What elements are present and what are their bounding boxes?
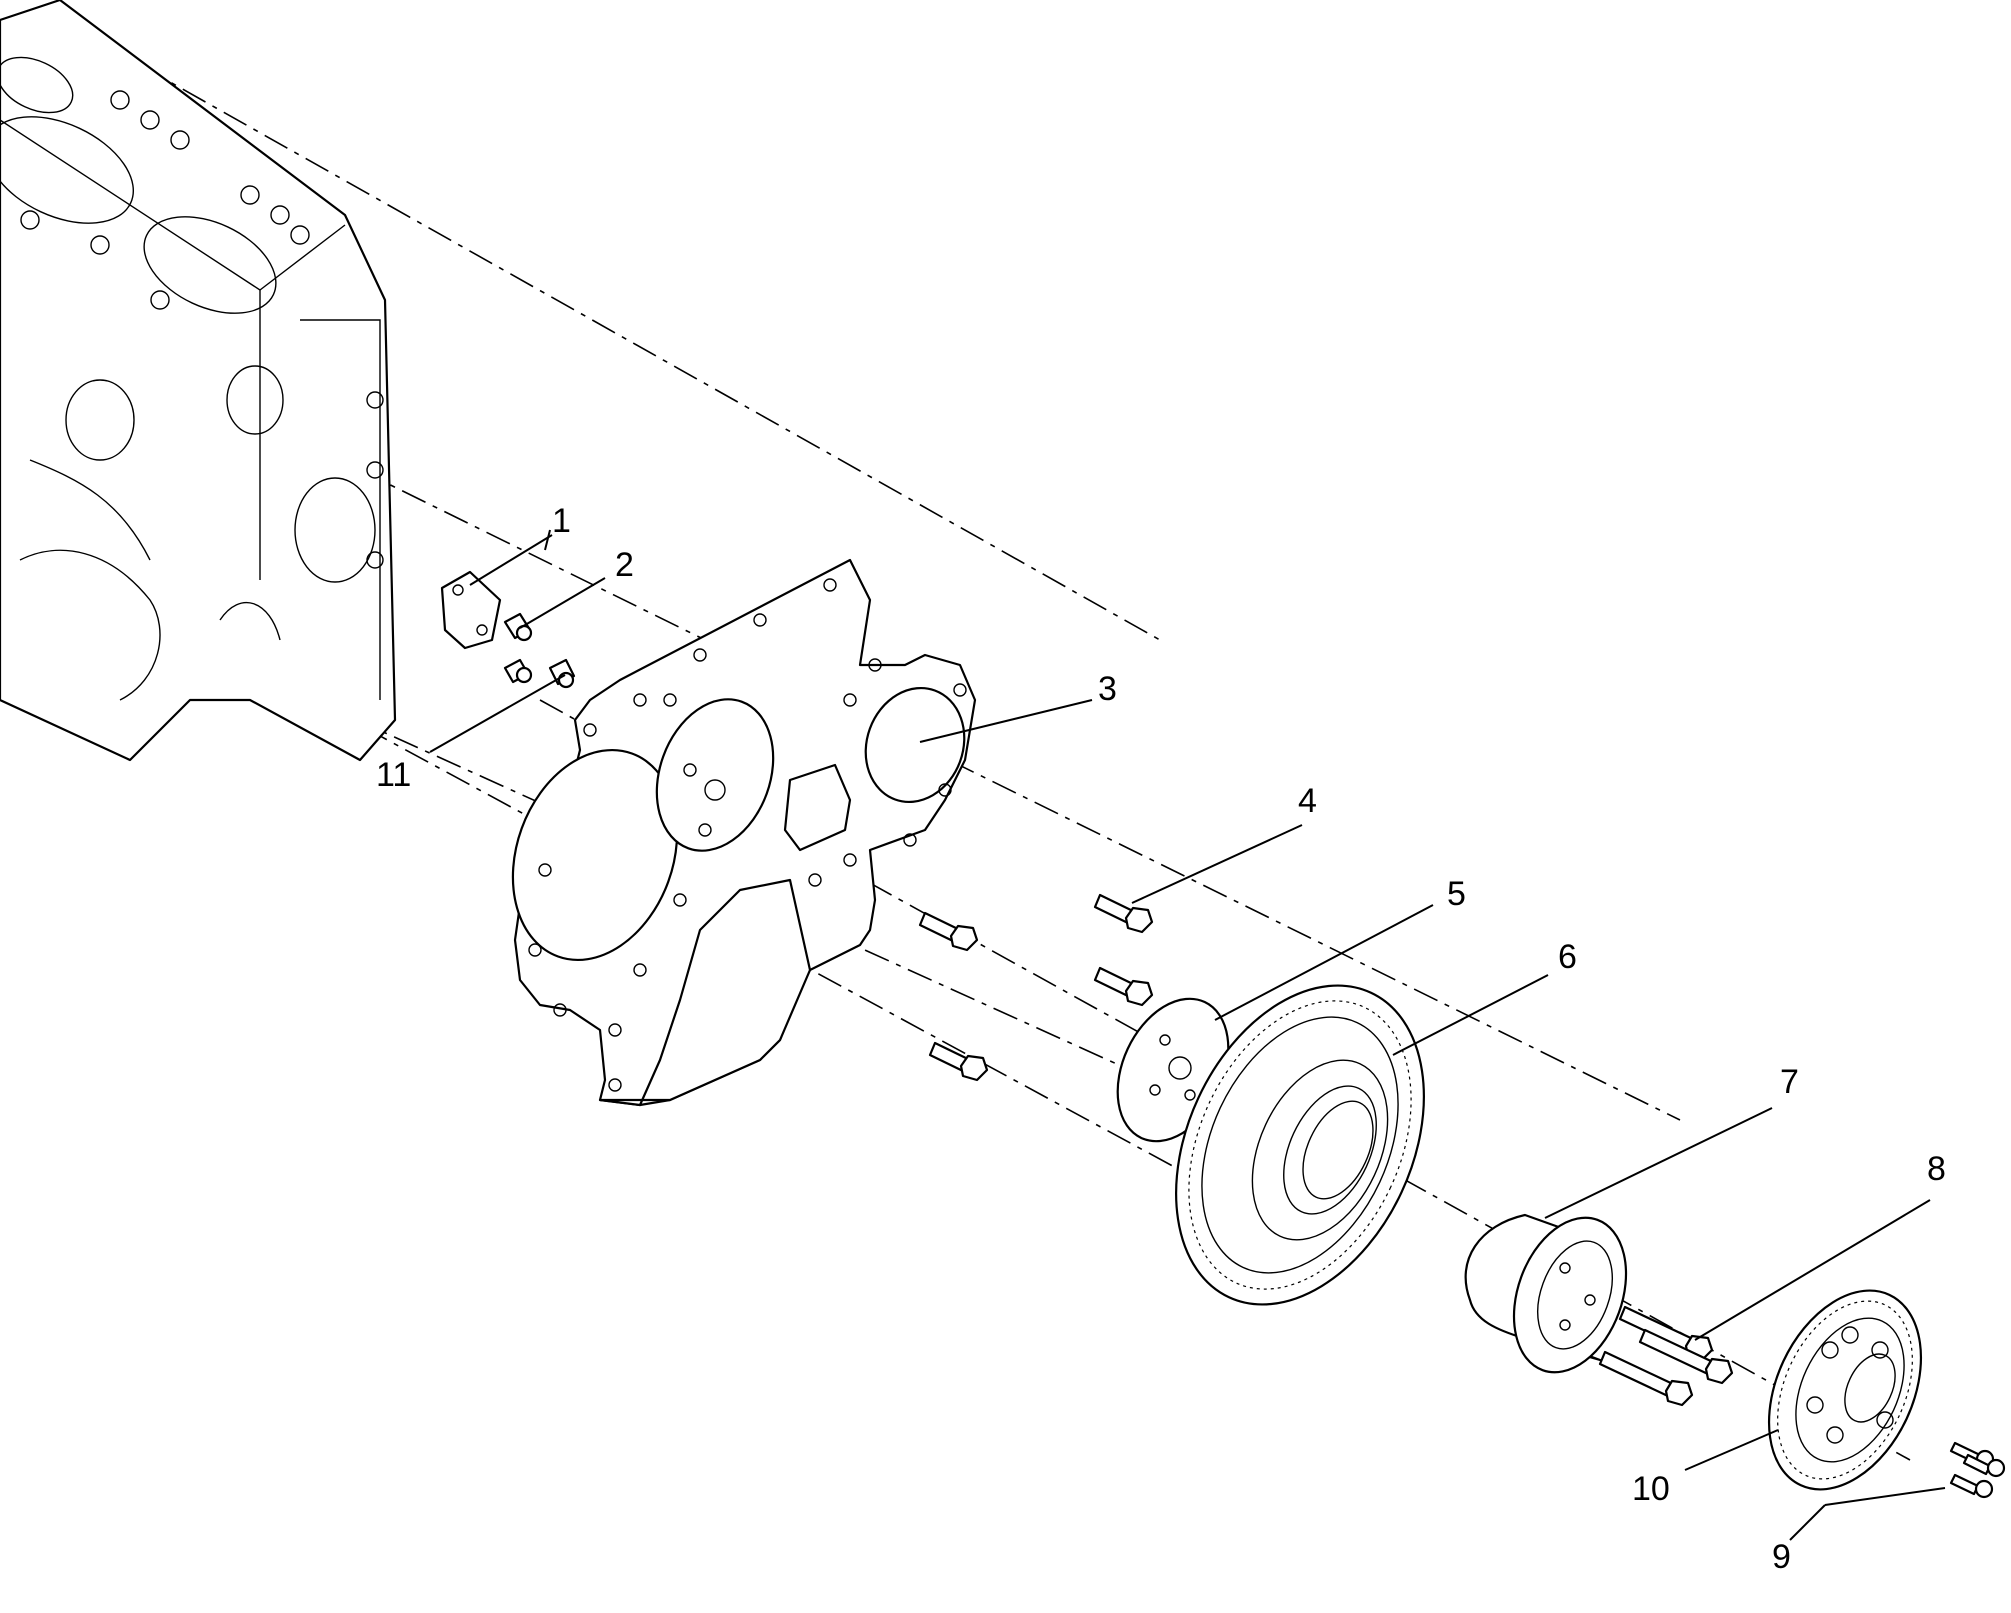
callout-11: 11 — [376, 756, 411, 794]
callout-6: 6 — [1558, 938, 1577, 976]
callout-leaders — [429, 529, 1946, 1541]
bolt — [928, 1041, 989, 1082]
part-6-idler-gear — [1175, 984, 1425, 1306]
callout-4: 4 — [1298, 782, 1317, 820]
bolt — [1638, 1328, 1734, 1385]
part-8-bolts — [1598, 1305, 1734, 1407]
leader-3 — [919, 699, 1093, 743]
leader-9 — [1789, 1504, 1826, 1541]
callout-7: 7 — [1780, 1063, 1799, 1101]
part-2-screw — [503, 612, 533, 642]
bolt — [918, 911, 979, 952]
callout-5: 5 — [1447, 875, 1466, 913]
part-3-front-plate — [511, 558, 977, 1107]
engine-block — [0, 0, 397, 762]
leader-9a — [1824, 1487, 1946, 1506]
callout-3: 3 — [1098, 670, 1117, 708]
leader-4 — [1131, 824, 1303, 904]
leader-2 — [519, 577, 606, 629]
callout-10: 10 — [1632, 1470, 1670, 1508]
leader-5 — [1214, 904, 1434, 1021]
callout-1: 1 — [552, 502, 571, 540]
callout-labels: 1 2 3 4 5 6 7 8 9 10 11 — [376, 502, 1946, 1576]
bolt — [1093, 893, 1154, 934]
callout-9: 9 — [1772, 1538, 1791, 1576]
leader-6 — [1392, 974, 1549, 1056]
callout-8: 8 — [1927, 1150, 1946, 1188]
callout-2: 2 — [615, 546, 634, 584]
leader-1b — [469, 534, 553, 586]
part-11-screw — [503, 658, 576, 689]
part-10-small-gear — [1767, 1289, 1923, 1491]
part-4-bolts — [918, 893, 1154, 1082]
leader-11 — [429, 674, 566, 753]
part-7-hub — [1464, 1213, 1628, 1374]
part-1-plate — [440, 570, 502, 650]
part-9-screws — [1949, 1441, 2006, 1499]
bolt — [1093, 966, 1154, 1007]
leader-8 — [1694, 1199, 1931, 1341]
leader-10 — [1684, 1429, 1779, 1471]
bolt — [1598, 1350, 1694, 1407]
leader-7 — [1544, 1107, 1773, 1219]
leader-1 — [544, 529, 551, 551]
